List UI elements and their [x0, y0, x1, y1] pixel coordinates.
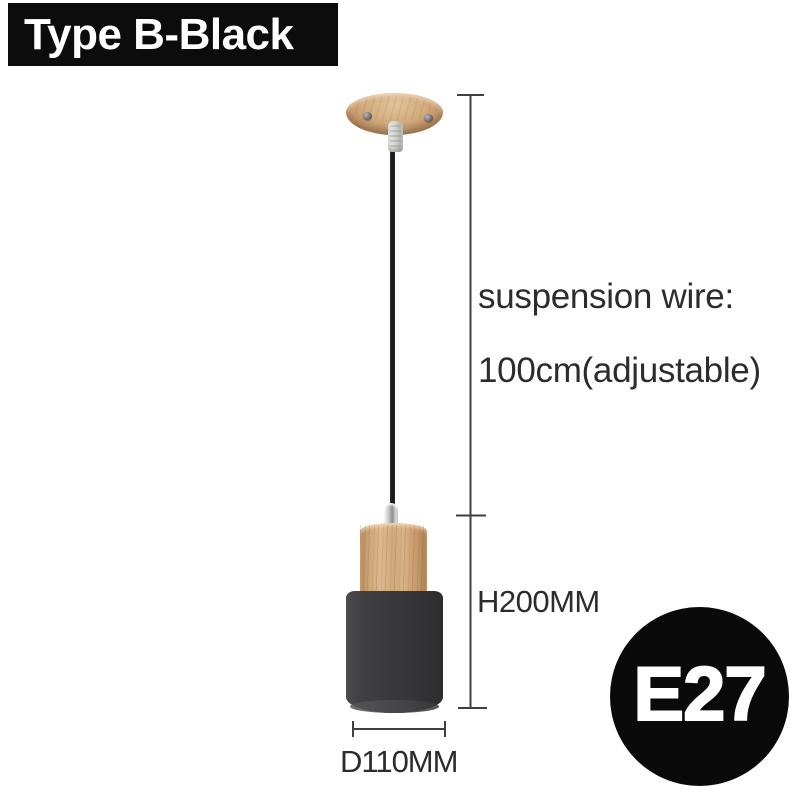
suspension-wire-line2: 100cm(adjustable): [478, 351, 761, 390]
suspension-wire-annotation: suspension wire: 100cm(adjustable): [478, 241, 761, 389]
height-annotation: H200MM: [477, 584, 600, 619]
product-type-label: Type B-Black: [8, 3, 338, 66]
wood-grain-texture: [360, 525, 427, 595]
diameter-annotation: D110MM: [340, 744, 458, 779]
lamp-shade-bottom-rim: [350, 700, 439, 713]
chrome-connector: [384, 503, 398, 527]
lamp-wood-section: [360, 523, 427, 595]
canopy-screw-left: [363, 112, 372, 120]
pendant-wire: [390, 148, 395, 508]
socket-type-badge: E27: [610, 607, 789, 786]
canopy-screw-right: [424, 114, 433, 122]
suspension-wire-line1: suspension wire:: [478, 277, 734, 316]
lamp-shade: [346, 591, 443, 713]
socket-type-text: E27: [632, 651, 767, 738]
cord-grip: [388, 121, 403, 152]
